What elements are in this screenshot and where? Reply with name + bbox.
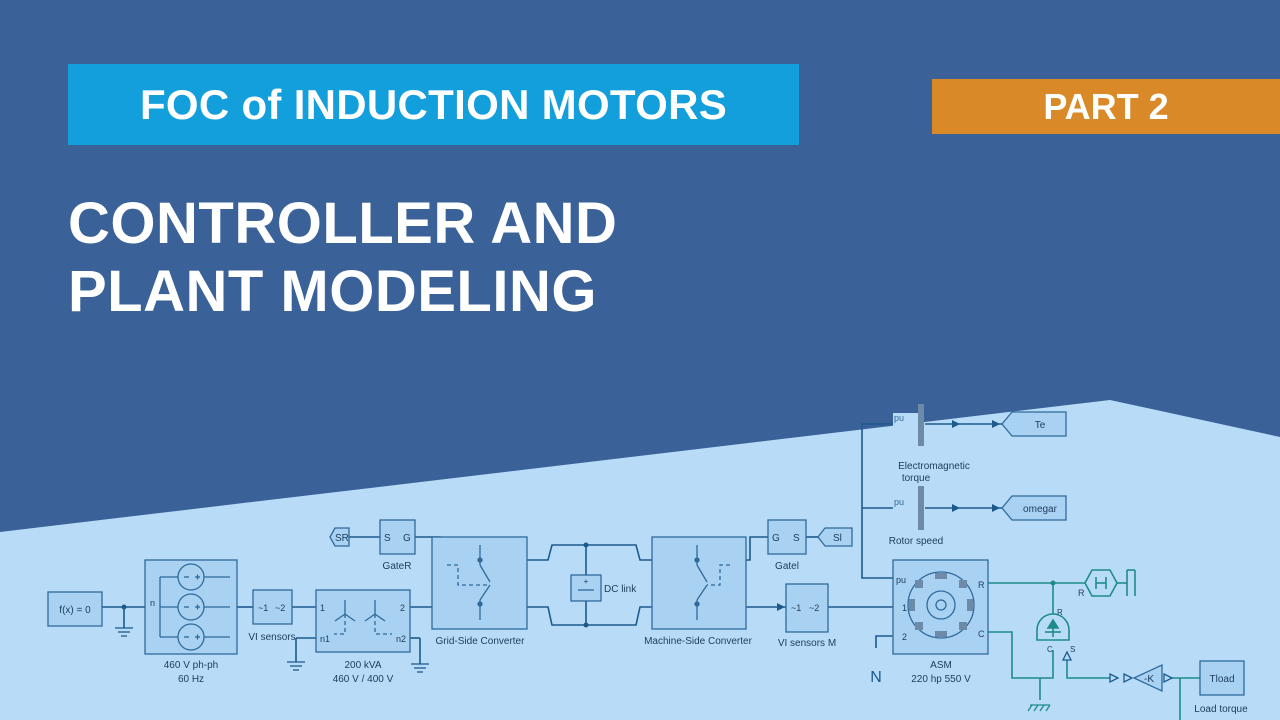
vi-m-in-label: ~1 bbox=[791, 603, 801, 613]
gatel-label: Gatel bbox=[775, 561, 799, 572]
vi-sensors-m-block[interactable] bbox=[785, 583, 829, 633]
sensor-s-label: S bbox=[1070, 645, 1075, 654]
ground-icon bbox=[115, 627, 133, 637]
inertia-icon bbox=[1084, 569, 1136, 597]
tload-label: Tload bbox=[1209, 674, 1234, 685]
gater-s-port: S bbox=[384, 533, 391, 544]
asm-port-1: 1 bbox=[902, 603, 907, 613]
asm-port-r: R bbox=[978, 580, 985, 590]
mechanical-ground-icon bbox=[1027, 704, 1051, 712]
signal-arrows bbox=[777, 420, 1000, 611]
gater-label: GateR bbox=[383, 561, 412, 572]
te-tag-block[interactable] bbox=[1001, 411, 1067, 437]
arrow-icon bbox=[1109, 672, 1120, 684]
source-label-2: 60 Hz bbox=[178, 674, 204, 685]
sr-tag-label: SR bbox=[335, 533, 349, 544]
switch-icon bbox=[694, 545, 730, 620]
vi-m-out-label: ~2 bbox=[809, 603, 819, 613]
ground-icon bbox=[287, 661, 429, 673]
gatel-block[interactable] bbox=[767, 519, 807, 555]
load-torque-label: Load torque bbox=[1194, 704, 1248, 715]
asm-port-2: 2 bbox=[902, 632, 907, 642]
transformer-winding-icon bbox=[334, 600, 392, 635]
heading-line-2: PLANT MODELING bbox=[68, 259, 597, 324]
inertia-r-label: R bbox=[1078, 588, 1085, 598]
transformer-block[interactable] bbox=[315, 589, 411, 653]
transformer-label-1: 200 kVA bbox=[344, 660, 381, 671]
motor-icon bbox=[907, 571, 975, 639]
electromagnetic-label-1: Electromagnetic bbox=[898, 461, 970, 472]
transformer-n2: n2 bbox=[396, 634, 406, 644]
torque-sensor-icon bbox=[1036, 613, 1070, 641]
vi-sensors-block[interactable] bbox=[252, 589, 293, 625]
sensor-r-label: R bbox=[1057, 608, 1063, 617]
gain-block[interactable] bbox=[1132, 663, 1163, 693]
speed-pu-label: pu bbox=[894, 497, 904, 507]
dc-link-label: DC link bbox=[604, 584, 637, 595]
speed-demux[interactable] bbox=[918, 486, 924, 530]
junction-dot bbox=[121, 604, 127, 610]
transformer-port-1: 1 bbox=[320, 603, 325, 613]
machine-converter-label: Machine-Side Converter bbox=[644, 636, 752, 647]
asm-port-c: C bbox=[978, 629, 985, 639]
transformer-port-2: 2 bbox=[400, 603, 405, 613]
sensor-output-arrow bbox=[1061, 650, 1073, 661]
machine-side-converter-block[interactable] bbox=[651, 536, 747, 630]
gatel-g-port: G bbox=[772, 533, 780, 544]
voltage-source-icons bbox=[159, 563, 230, 651]
source-label-1: 460 V ph-ph bbox=[164, 660, 219, 671]
asm-pu-label: pu bbox=[896, 575, 906, 585]
rotor-speed-label: Rotor speed bbox=[889, 536, 943, 547]
sensor-c-label: C bbox=[1047, 645, 1053, 654]
te-tag-label: Te bbox=[1035, 420, 1046, 431]
omegar-tag-block[interactable] bbox=[1001, 495, 1067, 521]
omegar-tag-label: omegar bbox=[1023, 504, 1058, 515]
transformer-n1: n1 bbox=[320, 634, 330, 644]
source-neutral-label: n bbox=[150, 598, 155, 608]
asm-label-1: ASM bbox=[930, 660, 952, 671]
vi-sensors-label: VI sensors bbox=[248, 632, 295, 643]
gater-block[interactable] bbox=[379, 519, 416, 555]
heading-line-1: CONTROLLER AND bbox=[68, 191, 618, 256]
sl-tag-label: Sl bbox=[833, 533, 842, 544]
gater-g-port: G bbox=[403, 533, 411, 544]
arrow-icon bbox=[1123, 672, 1134, 684]
electromagnetic-label-2: torque bbox=[902, 473, 931, 484]
mechanical-wires bbox=[988, 582, 1200, 720]
neutral-n-label: N bbox=[870, 669, 882, 686]
torque-demux[interactable] bbox=[918, 404, 924, 446]
sr-tag-block[interactable] bbox=[329, 527, 350, 547]
tload-block[interactable] bbox=[1199, 660, 1245, 696]
gatel-s-port: S bbox=[793, 533, 800, 544]
wires bbox=[102, 423, 1002, 664]
torque-pu-label: pu bbox=[894, 413, 904, 423]
dc-link-plus: + bbox=[584, 577, 589, 586]
switch-icon bbox=[447, 545, 491, 620]
grid-converter-label: Grid-Side Converter bbox=[436, 636, 526, 647]
part-banner: PART 2 bbox=[932, 79, 1280, 134]
transformer-label-2: 460 V / 400 V bbox=[333, 674, 394, 685]
title-banner: FOC of INDUCTION MOTORS bbox=[68, 64, 799, 145]
vi-sensors-m-label: VI sensors M bbox=[778, 638, 836, 649]
sl-tag-block[interactable] bbox=[817, 527, 853, 547]
dc-link-block[interactable] bbox=[570, 574, 602, 602]
vi-out-label: ~2 bbox=[275, 603, 285, 613]
constant-block[interactable] bbox=[47, 591, 103, 627]
constant-label: f(x) = 0 bbox=[59, 605, 91, 616]
arrow-icon bbox=[1163, 672, 1174, 684]
asm-label-2: 220 hp 550 V bbox=[911, 674, 971, 685]
gain-label: -K bbox=[1144, 674, 1154, 685]
vi-in-label: ~1 bbox=[258, 603, 268, 613]
